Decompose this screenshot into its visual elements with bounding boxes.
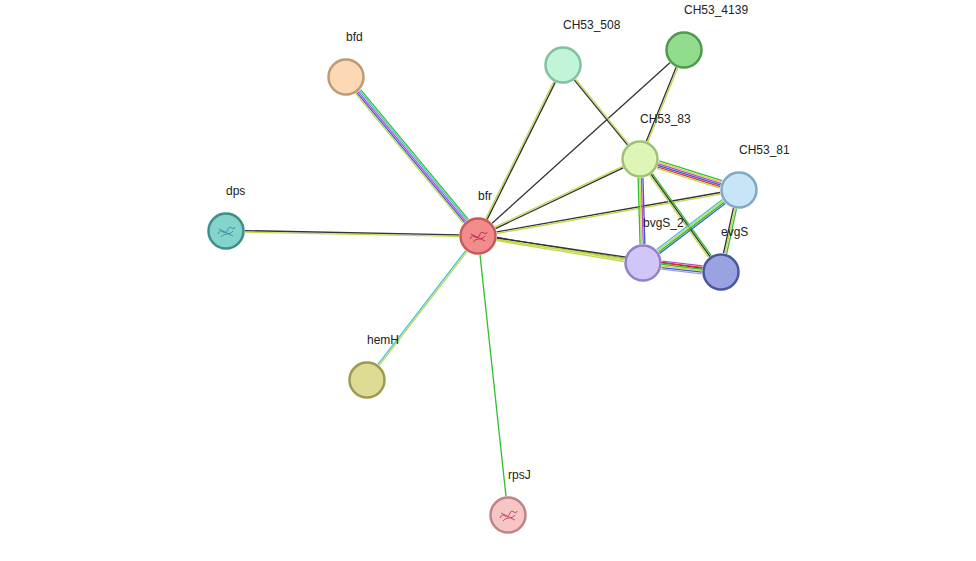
evidence-line: [496, 241, 623, 262]
node-label: bfd: [346, 30, 363, 44]
evidence-line: [657, 167, 720, 187]
evidence-line: [657, 168, 720, 188]
node-circle: [489, 496, 527, 534]
interaction-edge: [661, 261, 702, 274]
node-circle: [720, 171, 758, 209]
evidence-line: [658, 164, 721, 184]
structure-icon: [218, 227, 235, 237]
interaction-edge: [646, 67, 677, 141]
structure-icon: [500, 511, 517, 521]
evidence-line: [496, 168, 624, 229]
node-label: CH53_508: [563, 18, 620, 32]
structure-icon: [470, 232, 487, 242]
node-label: bvgS_2: [643, 216, 684, 230]
protein-node: CH53_4139: [665, 31, 703, 69]
protein-node: rpsJ: [489, 496, 527, 534]
node-label: evgS: [721, 225, 748, 239]
interaction-edge: [657, 161, 722, 188]
protein-node: evgS: [702, 253, 740, 291]
evidence-line: [245, 231, 459, 235]
protein-node: bfd: [327, 58, 365, 96]
node-label: CH53_81: [739, 143, 790, 157]
protein-node: CH53_83: [621, 140, 659, 178]
node-circle: [702, 253, 740, 291]
node-label: rpsJ: [508, 468, 531, 482]
interaction-edge: [638, 178, 645, 244]
evidence-line: [661, 269, 701, 274]
evidence-line: [359, 91, 467, 221]
evidence-line: [574, 80, 627, 145]
evidence-line: [379, 252, 467, 366]
node-circle: [624, 244, 662, 282]
protein-node: CH53_81: [720, 171, 758, 209]
protein-node: bvgS_2: [624, 244, 662, 282]
evidence-line: [356, 94, 464, 224]
node-circle: [327, 58, 365, 96]
evidence-line: [658, 165, 721, 185]
protein-node: dps: [207, 212, 245, 250]
node-label: bfr: [478, 189, 492, 203]
interaction-edge: [378, 251, 467, 366]
evidence-line: [576, 79, 629, 144]
evidence-line: [648, 68, 678, 142]
evidence-line: [378, 251, 466, 365]
interaction-edge: [245, 231, 459, 237]
node-label: dps: [226, 184, 245, 198]
interaction-edge: [574, 79, 628, 145]
node-circle: [348, 361, 386, 399]
node-circle: [621, 140, 659, 178]
node-circle: [665, 31, 703, 69]
evidence-line: [646, 67, 676, 141]
interaction-edge: [495, 166, 623, 228]
protein-node: bfr: [459, 217, 497, 255]
evidence-line: [487, 82, 555, 219]
protein-node: hemH: [348, 361, 386, 399]
node-circle: [459, 217, 497, 255]
node-label: CH53_4139: [684, 3, 748, 17]
interaction-edge: [356, 90, 469, 224]
node-circle: [207, 212, 245, 250]
node-circle: [544, 46, 582, 84]
protein-node: CH53_508: [544, 46, 582, 84]
evidence-line: [358, 92, 466, 222]
node-label: hemH: [367, 333, 399, 347]
evidence-line: [495, 166, 623, 227]
evidence-line: [480, 255, 506, 496]
evidence-line: [357, 93, 465, 223]
evidence-line: [638, 178, 640, 244]
node-label: CH53_83: [640, 112, 691, 126]
evidence-line: [361, 90, 469, 220]
interaction-edge: [486, 82, 556, 220]
interaction-edge: [480, 255, 506, 496]
